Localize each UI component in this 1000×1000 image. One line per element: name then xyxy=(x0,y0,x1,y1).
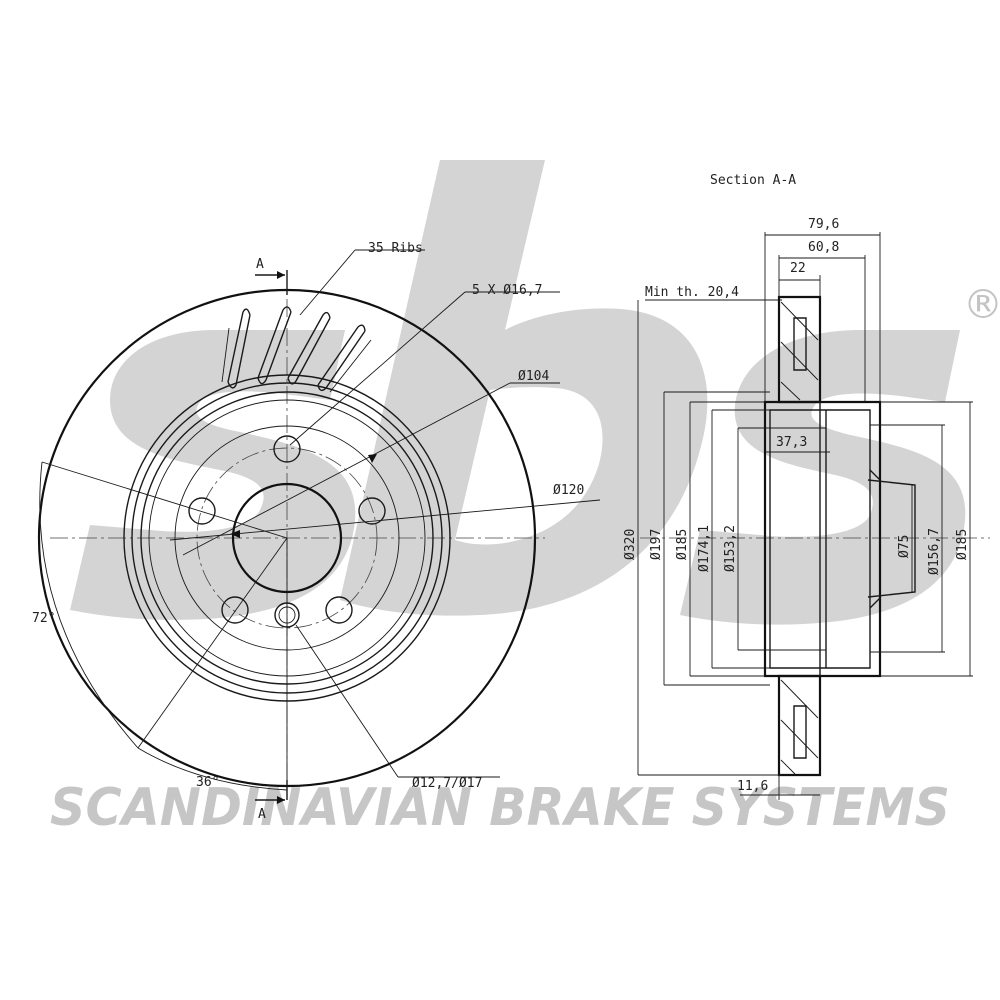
diameter-label: Ø185 xyxy=(955,529,970,560)
angle-36-label: 36° xyxy=(196,775,219,790)
bolt-hole xyxy=(221,596,249,624)
diameter-label: Ø75 xyxy=(897,535,912,558)
disc-thickness-label: 22 xyxy=(790,261,806,276)
angle-72-dimension: 72° xyxy=(32,461,288,749)
diameter-label: Ø320 xyxy=(623,529,638,560)
section-view: Section A-A 79,6 60,8 xyxy=(623,173,990,800)
diameter-label: Ø197 xyxy=(649,529,664,560)
angle-36-dimension: 36° xyxy=(137,538,288,791)
cooling-ribs xyxy=(221,306,372,393)
locator-hole-callout: Ø12,7/Ø17 xyxy=(295,624,500,791)
angle-72-label: 72° xyxy=(32,611,55,626)
bolt-hole xyxy=(358,497,386,525)
bolt-hole xyxy=(188,497,216,525)
hub-diameter-label: Ø120 xyxy=(553,483,584,498)
hat-depth-label: 37,3 xyxy=(776,435,807,450)
ribs-label: 35 Ribs xyxy=(368,241,423,256)
overall-width-label: 79,6 xyxy=(808,217,839,232)
section-title: Section A-A xyxy=(710,173,796,188)
section-marker-label: A xyxy=(256,257,264,272)
bolt-hole xyxy=(325,596,353,624)
hub-diameter-callout: Ø120 xyxy=(169,483,601,541)
hat-width-label: 60,8 xyxy=(808,240,839,255)
hat-width-dim: 60,8 xyxy=(778,240,866,402)
pcd-label: Ø104 xyxy=(518,369,549,384)
diameter-dims-right: Ø75 Ø156,7 Ø185 xyxy=(870,401,973,677)
diameter-label: Ø185 xyxy=(675,529,690,560)
diameter-label: Ø174,1 xyxy=(697,525,712,572)
pcd-callout: Ø104 xyxy=(182,369,560,556)
bolt-holes xyxy=(188,435,386,624)
bolt-holes-callout: 5 X Ø16,7 xyxy=(289,283,560,446)
front-view: A A 35 Ribs 5 X Ø16,7 Ø104 xyxy=(32,241,601,822)
friction-ring-offset-dim: 11,6 xyxy=(737,775,820,800)
ribs-callout: 35 Ribs xyxy=(299,241,425,316)
hat-depth-dim: 37,3 xyxy=(765,435,830,453)
diameter-dims-left: Ø320 Ø197 Ø185 Ø174,1 Ø153,2 xyxy=(623,300,826,776)
registered-trademark-icon: ® xyxy=(963,282,1000,328)
bolt-holes-label: 5 X Ø16,7 xyxy=(472,283,542,298)
section-marker-top: A xyxy=(255,257,288,295)
brand-name-watermark: SCANDINAVIAN BRAKE SYSTEMS xyxy=(50,778,950,838)
diameter-label: Ø156,7 xyxy=(927,528,942,575)
friction-ring-bottom xyxy=(777,674,822,777)
section-marker-label: A xyxy=(258,807,266,822)
friction-ring-offset-label: 11,6 xyxy=(737,779,768,794)
overall-width-dim: 79,6 xyxy=(764,217,881,402)
locator-hole-label: Ø12,7/Ø17 xyxy=(412,776,482,791)
min-thickness-label: Min th. 20,4 xyxy=(645,285,739,300)
min-thickness-dim: Min th. 20,4 xyxy=(645,285,782,301)
bolt-hole xyxy=(273,435,301,463)
disc-thickness-dim: 22 xyxy=(779,261,821,297)
diameter-label: Ø153,2 xyxy=(723,525,738,572)
